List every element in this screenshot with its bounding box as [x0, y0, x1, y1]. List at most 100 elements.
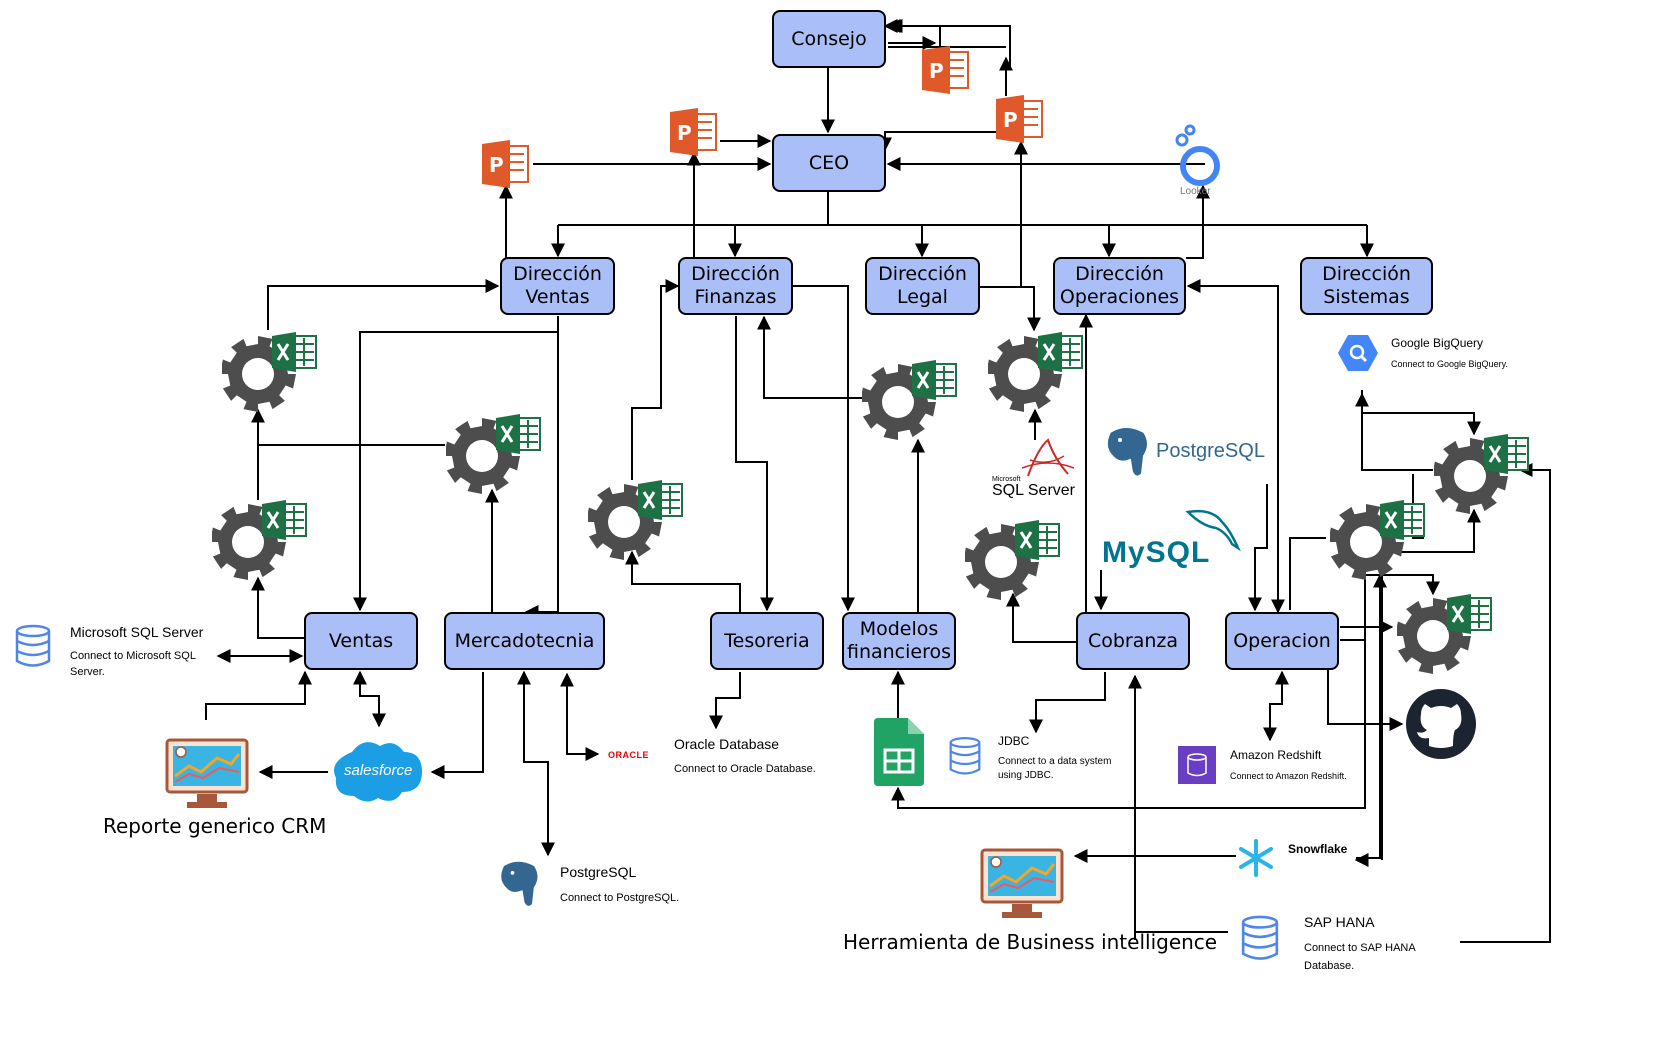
database-icon: [15, 624, 51, 667]
node-tesoreria[interactable]: Tesoreria: [710, 612, 824, 670]
excel-icon: [1447, 594, 1492, 634]
connector-desc-line-1: Connect to a data system: [998, 756, 1112, 767]
connector-amazon-redshift[interactable]: Amazon Redshift Connect to Amazon Redshi…: [1178, 746, 1358, 790]
node-label-line-2: Legal: [897, 286, 948, 308]
node-ventas[interactable]: Ventas: [304, 612, 418, 670]
postgresql-logo: PostgreSQL: [1100, 424, 1270, 484]
sql-server-small-label: Microsoft: [992, 476, 1021, 483]
github-icon: [1406, 689, 1476, 759]
connector-google-bigquery[interactable]: Google BigQuery Connect to Google BigQue…: [1338, 334, 1538, 376]
connector-title: Microsoft SQL Server: [70, 624, 204, 640]
connector-title: Oracle Database: [674, 736, 780, 752]
connector-postgresql[interactable]: PostgreSQL Connect to PostgreSQL.: [494, 858, 704, 914]
node-label: Operacion: [1233, 629, 1331, 652]
connector-desc-line-1: Connect to Oracle Database.: [674, 763, 816, 775]
bi-dashboard-monitor-icon: [165, 738, 249, 808]
gear-excel-process-icon: [212, 500, 307, 580]
node-label-line-1: Dirección: [691, 263, 780, 285]
gear-excel-process-icon: [1434, 434, 1529, 514]
excel-icon: [1038, 332, 1083, 372]
connector-desc-line-2: Database.: [1304, 960, 1355, 972]
connector-jdbc[interactable]: JDBC Connect to a data system using JDBC…: [948, 734, 1128, 790]
excel-icon: [1484, 434, 1529, 474]
gear-excel-process-icon: [222, 332, 317, 412]
postgresql-elephant-icon: [499, 859, 540, 908]
salesforce-wordmark: salesforce: [344, 762, 413, 779]
excel-icon: [638, 480, 683, 520]
node-label-line-1: Dirección: [878, 263, 967, 285]
node-cobranza[interactable]: Cobranza: [1076, 612, 1190, 670]
node-label-line-1: Dirección: [513, 263, 602, 285]
gear-excel-process-icon: [1330, 500, 1425, 580]
svg-text:P: P: [929, 59, 944, 83]
bigquery-icon: [1338, 335, 1378, 371]
connector-sap-hana[interactable]: SAP HANA Connect to SAP HANA Database.: [1240, 912, 1440, 974]
node-label-line-2: Operaciones: [1059, 286, 1180, 308]
connector-desc-line-1: Connect to SAP HANA: [1304, 942, 1416, 954]
powerpoint-icon: P: [922, 46, 969, 94]
node-label-line-2: financieros: [846, 641, 952, 663]
connector-microsoft-sql-server[interactable]: Microsoft SQL Server Connect to Microsof…: [14, 620, 234, 680]
node-label-line-2: Ventas: [525, 286, 590, 308]
bi-tool-label: Herramienta de Business intelligence: [843, 930, 1218, 954]
connector-desc-line-1: Connect to Google BigQuery.: [1391, 359, 1508, 369]
powerpoint-icon: P: [996, 95, 1043, 143]
mysql-dolphin-icon: [1185, 509, 1241, 552]
crm-report-label: Reporte generico CRM: [103, 814, 327, 838]
postgresql-elephant-icon: [1105, 426, 1149, 478]
node-label: Mercadotecnia: [454, 629, 595, 652]
node-label: Tesoreria: [724, 629, 810, 652]
excel-icon: [272, 332, 317, 372]
connector-desc-line-2: using JDBC.: [998, 770, 1054, 781]
node-label: CEO: [808, 151, 850, 174]
connector-desc-line-2: Server.: [70, 666, 105, 678]
node-label: Cobranza: [1087, 629, 1179, 652]
node-label-line-1: Modelos: [859, 618, 939, 640]
excel-icon: [262, 500, 307, 540]
database-icon: [949, 736, 981, 775]
node-mercadotecnia[interactable]: Mercadotecnia: [444, 612, 605, 670]
salesforce-logo: salesforce: [330, 738, 426, 806]
node-label: Ventas: [328, 629, 394, 652]
node-consejo[interactable]: Consejo: [772, 10, 886, 68]
excel-icon: [496, 414, 541, 454]
connector-title: JDBC: [998, 734, 1030, 748]
bi-dashboard-monitor-icon: [980, 848, 1064, 918]
looker-icon: [1175, 124, 1220, 186]
node-label-line-2: Sistemas: [1323, 286, 1410, 308]
connector-title: SAP HANA: [1304, 914, 1375, 930]
gear-excel-process-icon: [446, 414, 541, 494]
salesforce-cloud-icon: [334, 742, 422, 802]
connector-oracle-database[interactable]: ORACLE Oracle Database Connect to Oracle…: [606, 734, 836, 784]
gear-excel-process-icon: [965, 520, 1060, 600]
database-icon: [1241, 915, 1279, 960]
excel-icon: [912, 360, 957, 400]
mysql-wordmark: MySQL: [1102, 536, 1211, 569]
connector-snowflake[interactable]: Snowflake: [1236, 838, 1356, 880]
node-label-line-1: Dirección: [1322, 263, 1411, 285]
svg-text:P: P: [1003, 108, 1018, 132]
powerpoint-icon: P: [482, 140, 529, 188]
node-operacion[interactable]: Operacion: [1225, 612, 1339, 670]
mysql-logo: MySQL: [1100, 508, 1245, 572]
google-sheets-icon: [874, 718, 924, 786]
connector-desc-line-1: Connect to PostgreSQL.: [560, 892, 680, 904]
node-ceo[interactable]: CEO: [772, 134, 886, 192]
connector-title: Google BigQuery: [1391, 336, 1484, 350]
looker-label: Looker: [1180, 186, 1211, 197]
connector-title: PostgreSQL: [560, 864, 637, 880]
postgresql-wordmark: PostgreSQL: [1156, 440, 1265, 462]
connector-desc-line-1: Connect to Amazon Redshift.: [1230, 771, 1347, 781]
excel-icon: [1380, 500, 1425, 540]
oracle-logo: ORACLE: [608, 750, 649, 760]
connector-desc-line-1: Connect to Microsoft SQL: [70, 650, 196, 662]
gear-excel-process-icon: [862, 360, 957, 440]
